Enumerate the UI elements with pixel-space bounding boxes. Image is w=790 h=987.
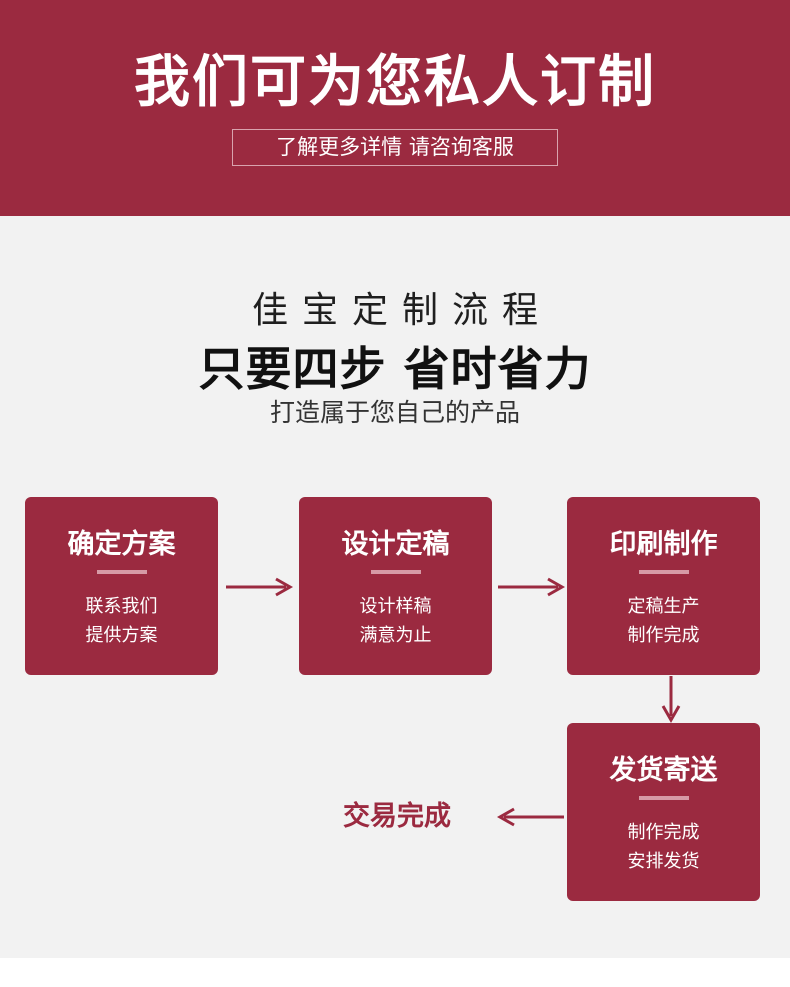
step-desc-line2: 制作完成 xyxy=(627,625,700,646)
step-divider xyxy=(639,796,689,800)
step-card-3: 印刷制作 定稿生产 制作完成 xyxy=(567,497,760,675)
top-banner xyxy=(0,0,790,216)
step-divider xyxy=(639,570,689,574)
step-title: 发货寄送 xyxy=(609,755,718,786)
step-desc-line1: 制作完成 xyxy=(627,822,700,843)
step-desc-line2: 安排发货 xyxy=(627,851,700,872)
banner-title: 我们可为您私人订制 xyxy=(134,50,656,115)
step-title: 印刷制作 xyxy=(609,529,718,560)
step-desc-line2: 满意为止 xyxy=(359,625,432,646)
arrow-down-icon xyxy=(661,676,681,724)
step-desc-line1: 定稿生产 xyxy=(627,596,700,617)
step-title: 设计定稿 xyxy=(341,529,450,560)
transaction-complete-label: 交易完成 xyxy=(343,801,451,832)
step-card-4: 发货寄送 制作完成 安排发货 xyxy=(567,723,760,901)
arrow-right-icon xyxy=(498,577,566,597)
process-slogan: 只要四步 省时省力 xyxy=(198,342,592,396)
process-tagline: 打造属于您自己的产品 xyxy=(269,398,520,427)
process-heading: 佳宝定制流程 xyxy=(251,290,552,331)
step-desc-line2: 提供方案 xyxy=(85,625,158,646)
step-card-2: 设计定稿 设计样稿 满意为止 xyxy=(299,497,492,675)
arrow-right-icon xyxy=(226,577,294,597)
step-card-1: 确定方案 联系我们 提供方案 xyxy=(25,497,218,675)
step-divider xyxy=(97,570,147,574)
step-desc-line1: 设计样稿 xyxy=(359,596,432,617)
arrow-left-icon xyxy=(496,807,564,827)
step-desc-line1: 联系我们 xyxy=(85,596,158,617)
banner-subtitle: 了解更多详情 请咨询客服 xyxy=(232,129,558,166)
step-divider xyxy=(371,570,421,574)
step-title: 确定方案 xyxy=(67,529,176,560)
